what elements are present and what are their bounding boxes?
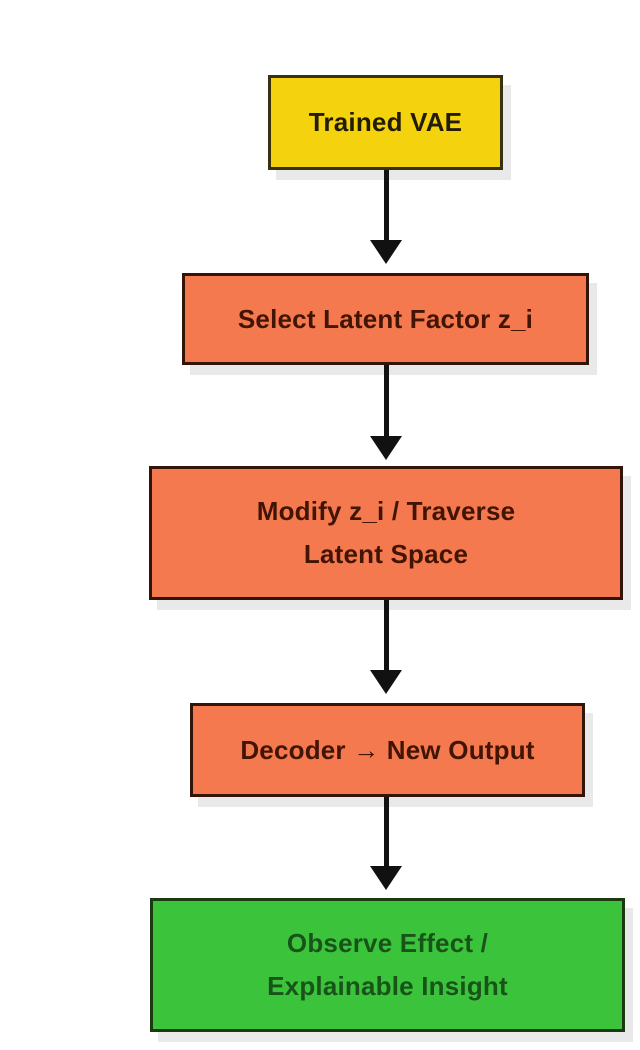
arrow-down-icon — [370, 240, 402, 264]
arrow-shaft — [384, 365, 389, 438]
arrow-down-icon — [370, 436, 402, 460]
flow-arrow-1 — [370, 170, 402, 264]
node-decoder-new-output-label: Decoder → New Output — [240, 734, 535, 765]
node-trained-vae-label: Trained VAE — [308, 107, 463, 137]
node-observe-effect-label-line1: Observe Effect / — [286, 928, 489, 958]
node-modify-traverse-label-line1: Modify z_i / Traverse — [256, 496, 516, 526]
arrow-shaft — [384, 797, 389, 868]
flow-arrow-4 — [370, 797, 402, 890]
node-select-latent-factor-label: Select Latent Factor z_i — [237, 303, 534, 334]
arrow-shaft — [384, 600, 389, 672]
arrow-shaft — [384, 170, 389, 242]
node-trained-vae: Trained VAE — [268, 75, 503, 170]
node-decoder-new-output: Decoder → New Output — [190, 703, 585, 797]
node-modify-traverse-latent-space: Modify z_i / Traverse Latent Space — [149, 466, 623, 600]
node-observe-effect-explainable-insight: Observe Effect / Explainable Insight — [150, 898, 625, 1032]
flow-arrow-2 — [370, 365, 402, 460]
arrow-down-icon — [370, 670, 402, 694]
node-select-latent-factor: Select Latent Factor z_i — [182, 273, 589, 365]
node-observe-effect-label-line2: Explainable Insight — [267, 971, 508, 1001]
arrow-down-icon — [370, 866, 402, 890]
node-modify-traverse-label-line2: Latent Space — [303, 539, 469, 569]
flow-arrow-3 — [370, 600, 402, 694]
